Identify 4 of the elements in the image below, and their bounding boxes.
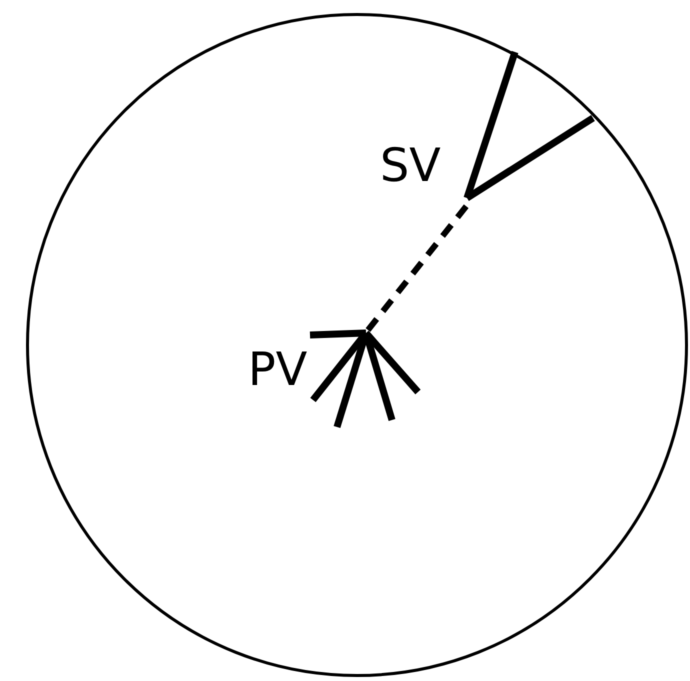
detector-outline-ring <box>26 13 688 677</box>
vertex-label: SV <box>380 142 441 188</box>
connecting-line <box>366 202 470 332</box>
vertex-label: PV <box>248 346 308 392</box>
